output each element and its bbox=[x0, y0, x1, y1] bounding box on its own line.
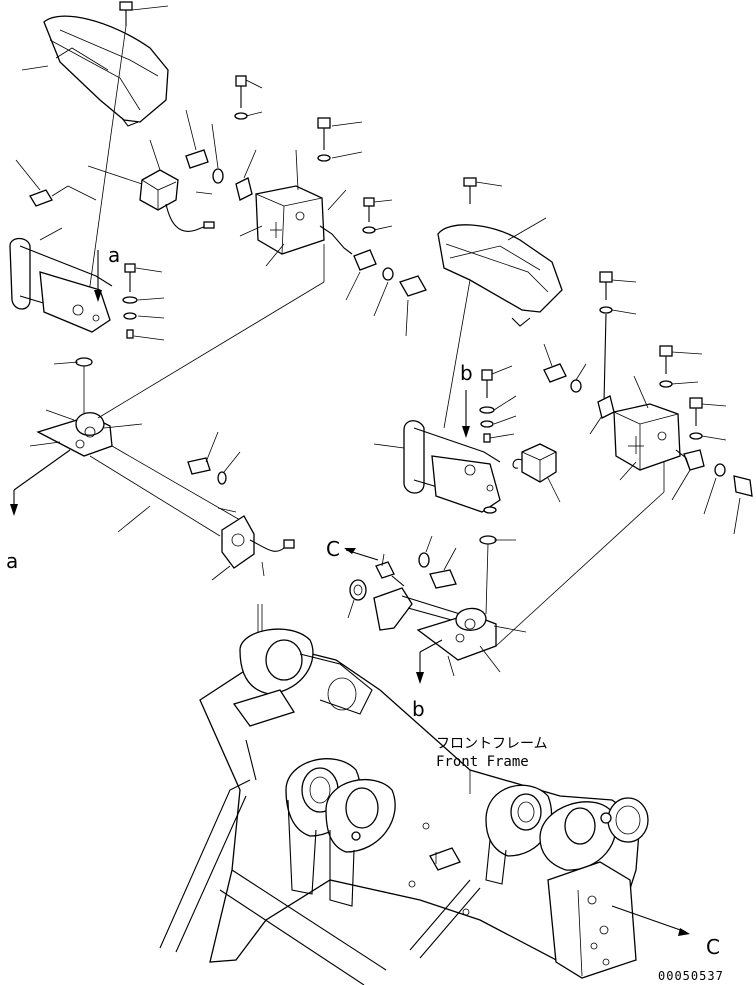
left-lamp-bolt bbox=[185, 109, 224, 184]
front-frame-label: フロントフレーム Front Frame bbox=[436, 736, 548, 794]
right-washer bbox=[479, 535, 497, 545]
frame-right-plate bbox=[547, 861, 637, 979]
left-mount-bolt bbox=[15, 159, 97, 207]
left-small-bolt bbox=[187, 431, 241, 485]
right-guard-bolt bbox=[463, 177, 503, 204]
left-lamp-mount-bolts bbox=[317, 117, 427, 337]
callout-a-upper: a bbox=[94, 243, 120, 302]
right-lamp-bolt bbox=[543, 271, 637, 435]
frame-center-lug bbox=[408, 822, 470, 916]
leader-line bbox=[87, 25, 127, 301]
left-connector-plate bbox=[211, 507, 295, 581]
callout-c-lower-label: C bbox=[706, 935, 720, 959]
right-lamp-assembly: b bbox=[326, 177, 753, 721]
center-bolt-stack bbox=[234, 75, 263, 201]
callout-b-lower: b bbox=[412, 639, 443, 721]
left-bolt-stack bbox=[122, 263, 165, 341]
callout-b-upper-label: b bbox=[460, 361, 473, 385]
left-guard-bolt bbox=[119, 1, 169, 26]
right-connector bbox=[347, 535, 457, 619]
frame-flange bbox=[600, 797, 649, 843]
left-washer bbox=[75, 357, 93, 367]
right-lamp-mount-bolts bbox=[659, 345, 753, 535]
front-frame-structure: C フロントフレーム Front Frame bbox=[159, 604, 720, 985]
right-large-lamp bbox=[613, 375, 681, 481]
left-lamp-assembly: a bbox=[6, 1, 427, 581]
front-frame-label-jp: フロントフレーム bbox=[436, 736, 548, 752]
right-lamp-guard bbox=[437, 217, 563, 327]
frame-right-bosses bbox=[485, 784, 617, 885]
left-lamp-guard bbox=[43, 15, 169, 127]
left-small-lamp bbox=[87, 139, 215, 232]
left-base-plate bbox=[29, 409, 143, 457]
frame-middle-bosses bbox=[285, 758, 396, 907]
drawing-number: 00050537 bbox=[658, 969, 724, 983]
right-base-plate bbox=[373, 587, 527, 677]
callout-c-lower: C bbox=[611, 905, 720, 959]
right-handrail-bracket bbox=[373, 420, 501, 514]
frame-left-boss bbox=[232, 628, 373, 727]
callout-c-upper: C bbox=[326, 537, 379, 561]
left-handrail-bracket bbox=[9, 227, 113, 333]
callout-c-upper-label: C bbox=[326, 537, 340, 561]
callout-b-upper: b bbox=[460, 361, 473, 438]
front-frame-label-en: Front Frame bbox=[436, 754, 529, 770]
callout-a-upper-label: a bbox=[108, 243, 120, 267]
callout-b-lower-label: b bbox=[412, 697, 425, 721]
callout-a-lower: a bbox=[6, 449, 71, 573]
callout-a-lower-label: a bbox=[6, 549, 18, 573]
left-large-lamp bbox=[239, 149, 325, 267]
right-bolt-stack bbox=[479, 365, 517, 443]
right-small-lamp bbox=[512, 443, 561, 503]
